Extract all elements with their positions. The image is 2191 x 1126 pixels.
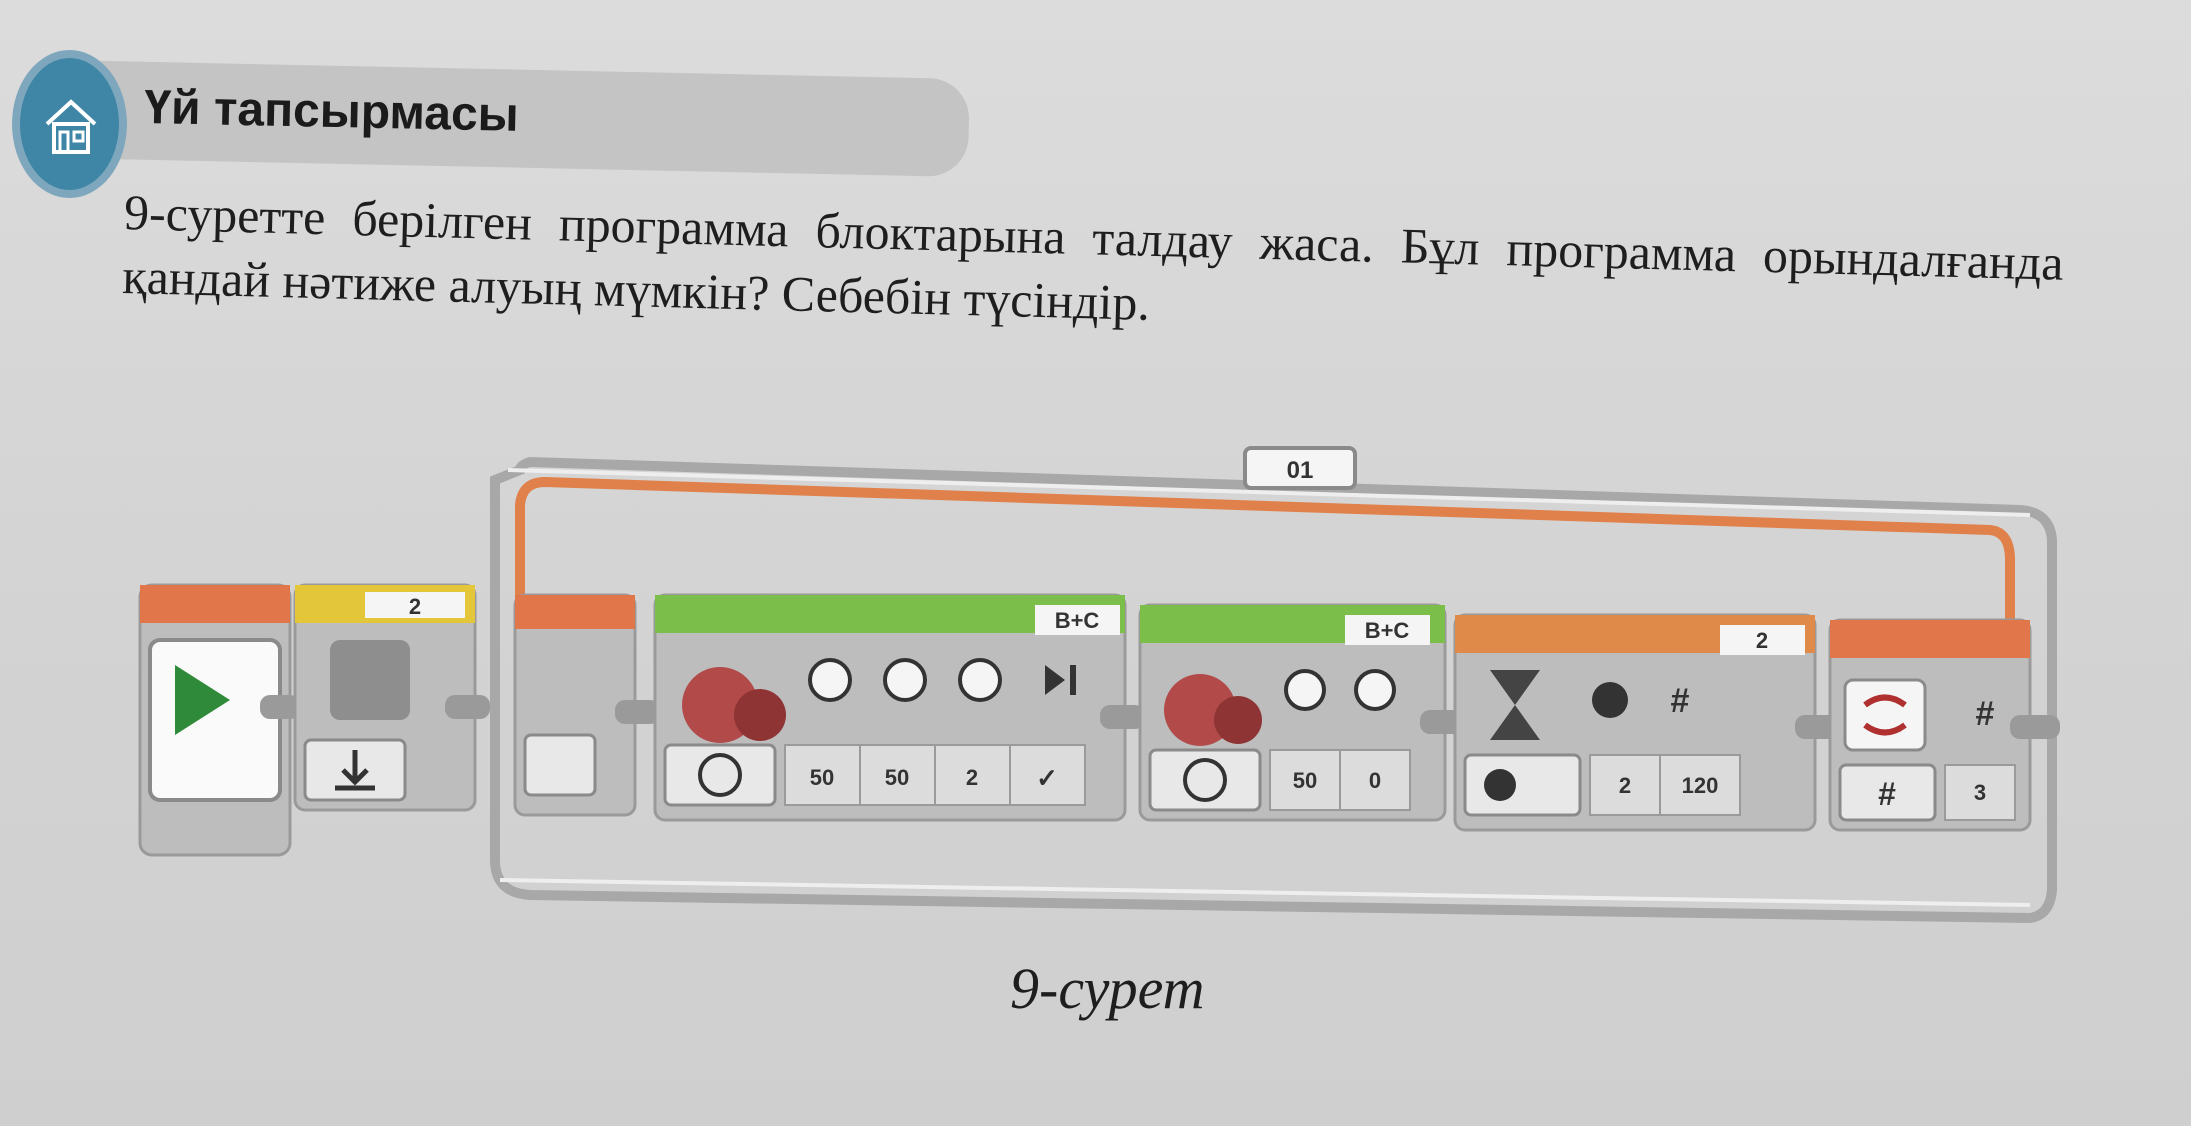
wait-threshold-b: 120 [1682,773,1719,798]
move2-power: 0 [1369,768,1381,793]
loop-count-value: 3 [1974,780,1986,805]
wait-port: 2 [1756,628,1768,653]
brick-cube-icon [330,640,410,720]
mode-on-icon [1183,758,1227,802]
loop-frame [490,456,2057,924]
move-steering-block-2: B+C 50 0 [1138,603,1447,822]
loop-arrow-icon [1863,694,1907,736]
svg-text:#: # [1878,776,1896,812]
move2-steering: 50 [1293,768,1317,793]
hourglass-icon [1490,670,1540,740]
steering-icon [808,658,852,702]
compare-icon [1592,682,1628,718]
start-block [138,583,292,857]
svg-text:#: # [1671,682,1690,720]
wait-block: 2 # 2 120 [1453,613,1817,832]
brick-status-block: 2 [293,583,477,812]
home-badge [12,50,127,198]
loop-start-block [513,593,637,817]
power-icon [1354,669,1396,711]
download-icon [335,750,375,791]
brake-icon [1045,665,1065,695]
home-icon [45,99,97,154]
loop-count-symbol: # [1976,695,1995,733]
move1-brake: ✓ [1036,763,1058,793]
move1-steering: 50 [810,765,834,790]
figure-caption: 9-сурет [1010,956,1205,1021]
wait-threshold-a: 2 [1619,773,1631,798]
power-icon [883,658,927,702]
mode-seconds-icon [698,753,742,797]
move2-ports: B+C [1365,618,1410,643]
brick-status-value: 2 [409,594,421,619]
loop-label-box [1243,446,1357,490]
play-icon [175,665,230,735]
steering-icon [1284,669,1326,711]
seconds-icon [958,658,1002,702]
loop-end-block: # # 3 [1828,618,2032,832]
move1-seconds: 2 [966,765,978,790]
loop-label: 01 [1287,457,1314,484]
move1-power: 50 [885,765,909,790]
move1-ports: B+C [1055,608,1100,633]
loop-return-line [515,476,2015,635]
move-steering-block-1: B+C 50 50 2 ✓ [653,593,1127,822]
